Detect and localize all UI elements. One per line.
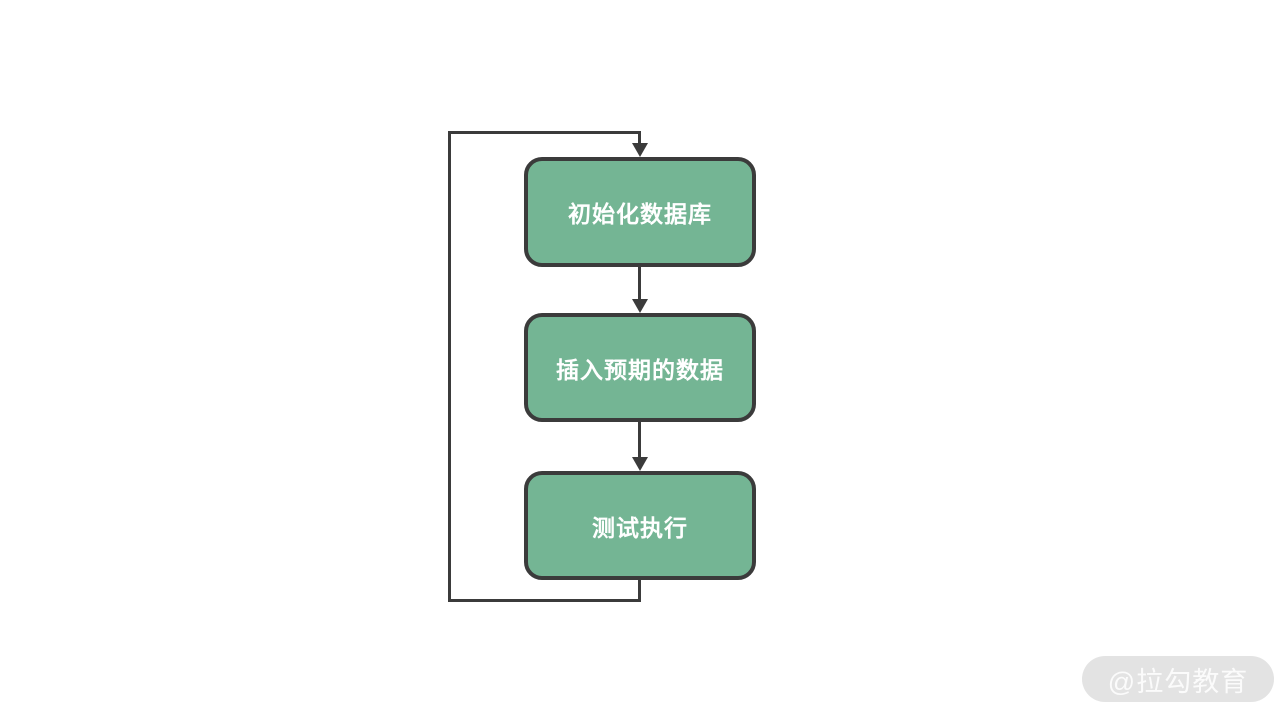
arrowhead-down-icon — [632, 143, 648, 157]
watermark-badge: @拉勾教育 — [1082, 656, 1274, 702]
arrowhead-down-icon — [632, 299, 648, 313]
flow-node-insert-expected-data: 插入预期的数据 — [524, 313, 756, 422]
edge-insert-data-to-test-execution — [638, 422, 641, 458]
loop-edge-segment-into-init-db — [638, 131, 641, 146]
loop-edge-segment-from-test-execution — [638, 580, 641, 602]
arrowhead-down-icon — [632, 457, 648, 471]
edge-init-db-to-insert-data — [638, 267, 641, 301]
flow-node-label: 初始化数据库 — [568, 201, 712, 227]
flow-node-test-execution: 测试执行 — [524, 471, 756, 580]
loop-edge-segment-left — [448, 131, 451, 602]
loop-edge-segment-top — [448, 131, 641, 134]
flow-node-init-db: 初始化数据库 — [524, 157, 756, 267]
flow-node-label: 插入预期的数据 — [556, 356, 724, 383]
flow-node-label: 测试执行 — [592, 514, 688, 541]
loop-edge-segment-bottom — [448, 599, 641, 602]
watermark-label: @拉勾教育 — [1107, 666, 1249, 697]
